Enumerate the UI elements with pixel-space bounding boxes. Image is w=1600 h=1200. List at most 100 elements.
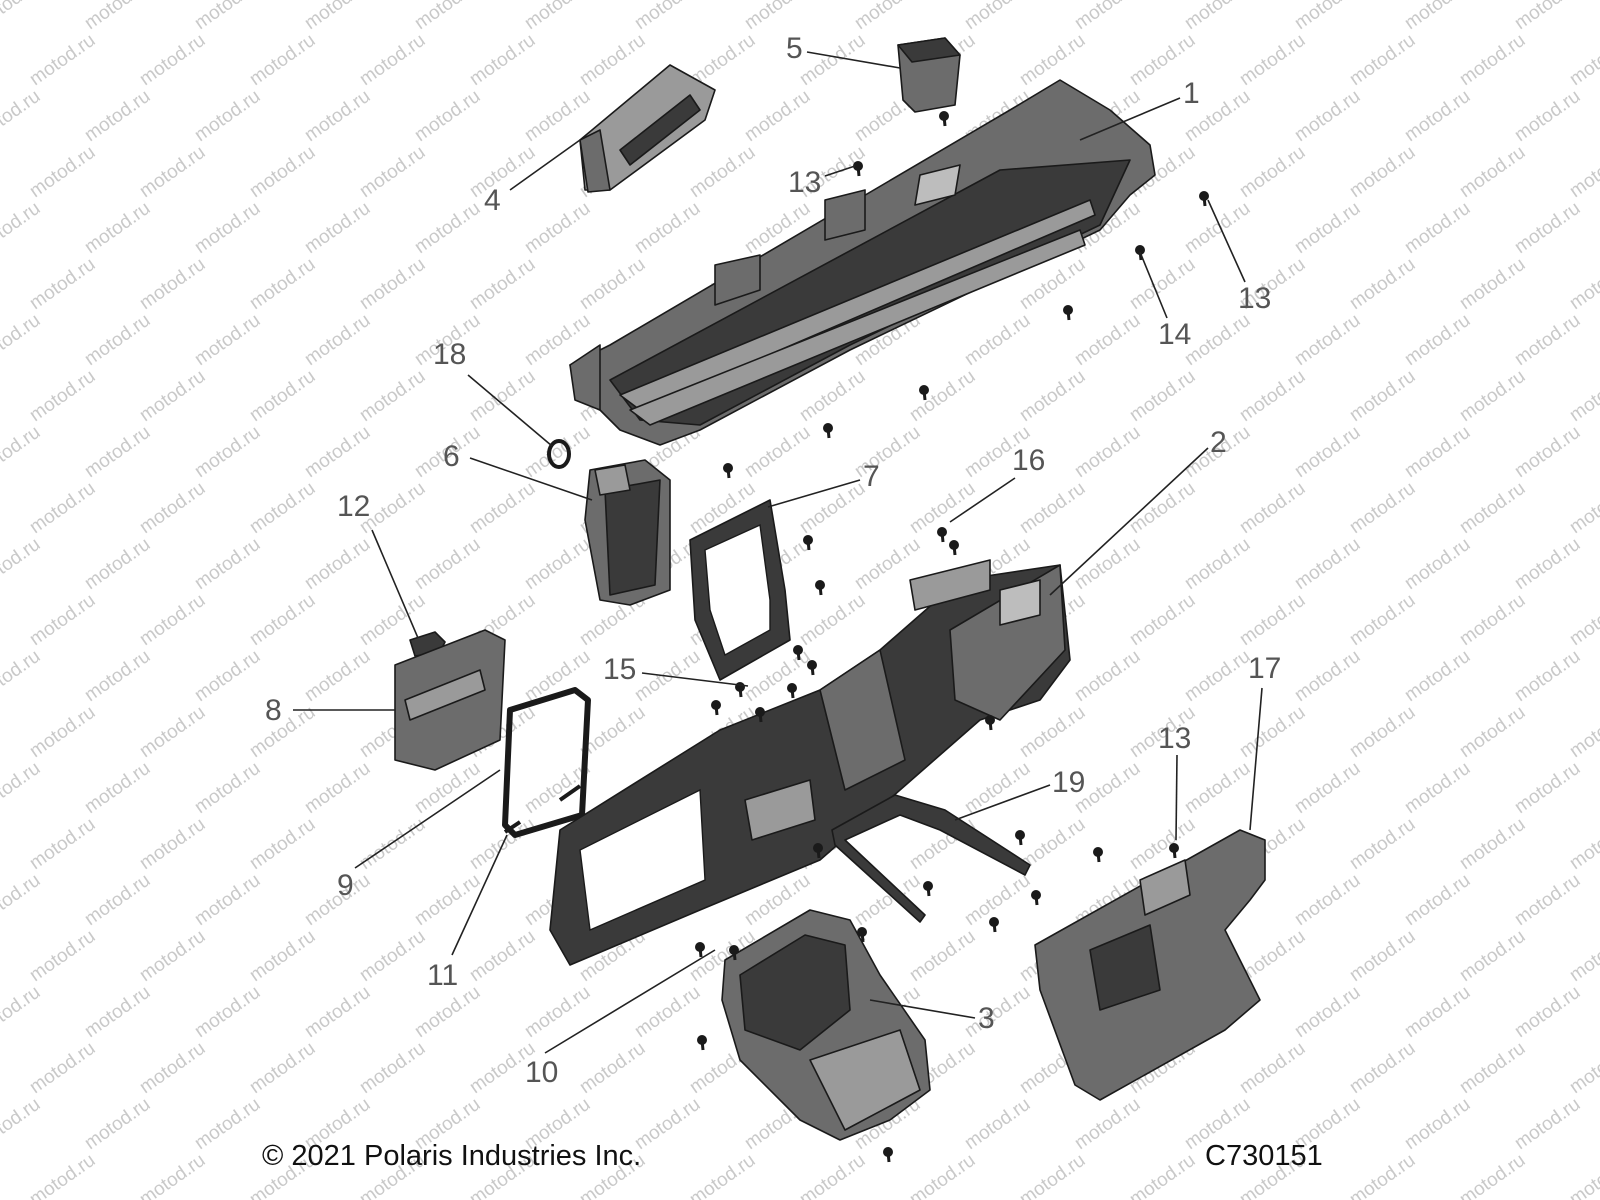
screw-shank bbox=[714, 704, 719, 716]
watermark-text: motod.ru bbox=[1291, 310, 1364, 370]
leader-2 bbox=[1049, 447, 1209, 596]
leader-5 bbox=[806, 51, 901, 69]
watermark-text: motod.ru bbox=[1566, 30, 1600, 90]
watermark-text: motod.ru bbox=[1126, 590, 1199, 650]
watermark-text: motod.ru bbox=[631, 0, 704, 34]
screw-shank bbox=[738, 686, 743, 698]
watermark-text: motod.ru bbox=[466, 254, 539, 314]
watermark-text: motod.ru bbox=[191, 982, 264, 1042]
watermark-text: motod.ru bbox=[1566, 142, 1600, 202]
part-17-skid-plate bbox=[1034, 829, 1266, 1101]
watermark-text: motod.ru bbox=[136, 478, 209, 538]
watermark-text: motod.ru bbox=[1181, 310, 1254, 370]
watermark-text: motod.ru bbox=[1016, 702, 1089, 762]
callout-4: 4 bbox=[484, 184, 501, 217]
watermark-text: motod.ru bbox=[0, 758, 44, 818]
watermark-text: motod.ru bbox=[1566, 366, 1600, 426]
watermark-text: motod.ru bbox=[1456, 1038, 1529, 1098]
watermark-text: motod.ru bbox=[1071, 310, 1144, 370]
watermark-text: motod.ru bbox=[796, 30, 869, 90]
screw-shank bbox=[926, 885, 931, 897]
watermark-text: motod.ru bbox=[1346, 926, 1419, 986]
watermark-text: motod.ru bbox=[1236, 590, 1309, 650]
callout-8: 8 bbox=[265, 694, 282, 727]
watermark-text: motod.ru bbox=[0, 982, 44, 1042]
screw-shank bbox=[1202, 195, 1207, 207]
watermark-text: motod.ru bbox=[411, 870, 484, 930]
watermark-text: motod.ru bbox=[1401, 870, 1474, 930]
watermark-text: motod.ru bbox=[301, 422, 374, 482]
watermark-text: motod.ru bbox=[1511, 758, 1584, 818]
watermark-text: motod.ru bbox=[741, 422, 814, 482]
watermark-text: motod.ru bbox=[1456, 478, 1529, 538]
watermark-text: motod.ru bbox=[246, 590, 319, 650]
watermark-text: motod.ru bbox=[246, 254, 319, 314]
watermark-text: motod.ru bbox=[1456, 590, 1529, 650]
watermark-text: motod.ru bbox=[411, 0, 484, 34]
callout-13b: 13 bbox=[1238, 282, 1271, 315]
leader-14 bbox=[1139, 251, 1168, 319]
watermark-text: motod.ru bbox=[1566, 254, 1600, 314]
screw-shank bbox=[1034, 894, 1039, 906]
screw-shank bbox=[886, 1151, 891, 1163]
leader-13a bbox=[824, 165, 856, 177]
watermark-text: motod.ru bbox=[1291, 422, 1364, 482]
watermark-text: motod.ru bbox=[356, 926, 429, 986]
watermark-text: motod.ru bbox=[1236, 1038, 1309, 1098]
watermark-text: motod.ru bbox=[1016, 366, 1089, 426]
watermark-text: motod.ru bbox=[1401, 534, 1474, 594]
watermark-text: motod.ru bbox=[1181, 534, 1254, 594]
leader-15 bbox=[641, 672, 749, 687]
watermark-text: motod.ru bbox=[1291, 198, 1364, 258]
watermark-text: motod.ru bbox=[0, 1094, 44, 1154]
leader-1 bbox=[1079, 97, 1181, 141]
watermark-text: motod.ru bbox=[741, 0, 814, 34]
watermark-text: motod.ru bbox=[521, 982, 594, 1042]
watermark-text: motod.ru bbox=[246, 1038, 319, 1098]
watermark-text: motod.ru bbox=[1236, 366, 1309, 426]
callout-12: 12 bbox=[337, 490, 370, 523]
screw-shank bbox=[1066, 309, 1071, 321]
screw-shank bbox=[796, 649, 801, 661]
watermark-text: motod.ru bbox=[81, 310, 154, 370]
callout-16: 16 bbox=[1012, 444, 1045, 477]
watermark-text: motod.ru bbox=[576, 254, 649, 314]
watermark-text: motod.ru bbox=[1511, 982, 1584, 1042]
watermark-text: motod.ru bbox=[1126, 366, 1199, 426]
watermark-text: motod.ru bbox=[1181, 198, 1254, 258]
screw-shank bbox=[856, 165, 861, 177]
leader-3 bbox=[869, 999, 976, 1019]
watermark-text: motod.ru bbox=[741, 86, 814, 146]
watermark-text: motod.ru bbox=[301, 982, 374, 1042]
watermark-text: motod.ru bbox=[356, 1038, 429, 1098]
watermark-text: motod.ru bbox=[1401, 1094, 1474, 1154]
watermark-text: motod.ru bbox=[961, 758, 1034, 818]
watermark-text: motod.ru bbox=[796, 590, 869, 650]
watermark-text: motod.ru bbox=[906, 366, 979, 426]
watermark-text: motod.ru bbox=[1511, 870, 1584, 930]
watermark-text: motod.ru bbox=[301, 86, 374, 146]
watermark-text: motod.ru bbox=[1401, 198, 1474, 258]
leader-10 bbox=[544, 949, 716, 1054]
watermark-text: motod.ru bbox=[301, 534, 374, 594]
watermark-text: motod.ru bbox=[1291, 534, 1364, 594]
screw-shank bbox=[940, 531, 945, 543]
watermark-text: motod.ru bbox=[1071, 534, 1144, 594]
watermark-text: motod.ru bbox=[356, 30, 429, 90]
watermark-text: motod.ru bbox=[466, 926, 539, 986]
watermark-text: motod.ru bbox=[136, 366, 209, 426]
watermark-text: motod.ru bbox=[1511, 0, 1584, 34]
watermark-text: motod.ru bbox=[136, 142, 209, 202]
watermark-text: motod.ru bbox=[1291, 982, 1364, 1042]
watermark-text: motod.ru bbox=[1346, 478, 1419, 538]
watermark-text: motod.ru bbox=[246, 702, 319, 762]
watermark-text: motod.ru bbox=[81, 758, 154, 818]
screw-shank bbox=[806, 539, 811, 551]
watermark-text: motod.ru bbox=[136, 1150, 209, 1200]
watermark-text: motod.ru bbox=[1456, 254, 1529, 314]
watermark-text: motod.ru bbox=[191, 534, 264, 594]
watermark-text: motod.ru bbox=[1401, 982, 1474, 1042]
watermark-text: motod.ru bbox=[1346, 590, 1419, 650]
watermark-text: motod.ru bbox=[136, 30, 209, 90]
watermark-text: motod.ru bbox=[411, 86, 484, 146]
